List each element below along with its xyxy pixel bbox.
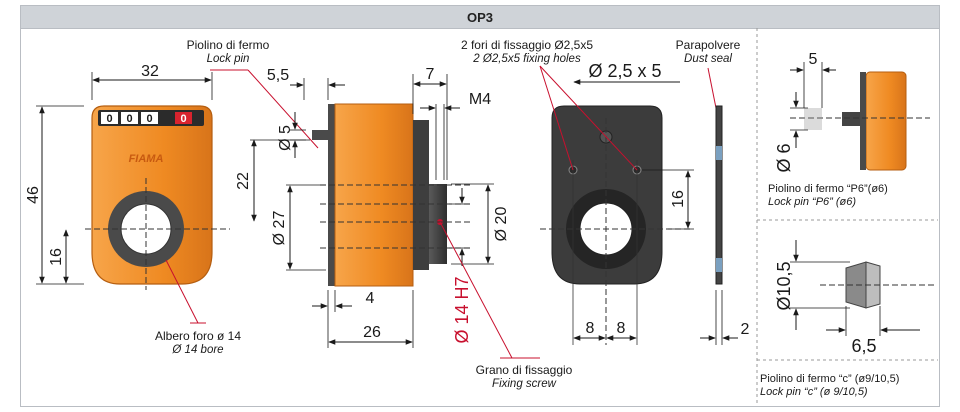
dim-22: 22 <box>235 172 252 190</box>
leader-line <box>539 65 638 171</box>
holes-label: 2 fori di fissaggio Ø2,5x5 <box>461 38 593 52</box>
dim-p6-5: 5 <box>809 51 818 68</box>
dim-32: 32 <box>141 63 159 80</box>
seal-detail <box>716 146 722 160</box>
dim-20: Ø 20 <box>493 207 510 242</box>
p6-detail: 5 Ø 6 Piolino di fermo “P6”(ø6) Lock pin… <box>768 51 930 208</box>
front-view: 0 0 0 0 FIAMA 32 46 16 <box>25 63 230 324</box>
dim-rear-8a: 8 <box>586 320 595 337</box>
dim-rear-8b: 8 <box>617 320 626 337</box>
c-label-en: Lock pin “c” (ø 9/10,5) <box>760 386 868 398</box>
side-plate <box>328 104 335 286</box>
dim-p6-dia: Ø 6 <box>774 143 794 172</box>
p6-pin <box>842 112 860 126</box>
p6-label: Piolino di fermo “P6”(ø6) <box>768 183 888 195</box>
p6-label-en: Lock pin “P6” (ø6) <box>768 196 856 208</box>
lock-pin-label-en: Lock pin <box>207 53 250 65</box>
dim-rear-16: 16 <box>670 190 687 208</box>
digit-red: 0 <box>180 113 186 125</box>
bore-label-en: Ø 14 bore <box>171 344 223 356</box>
dust-seal <box>715 105 723 285</box>
rear-view: 2 fori di fissaggio Ø2,5x5 2 Ø2,5x5 fixi… <box>461 38 694 345</box>
drawing-title: OP3 <box>20 5 940 29</box>
dim-pin-dia: Ø 5 <box>277 125 294 151</box>
dust-seal-view: Parapolvere Dust seal 2 <box>676 38 750 345</box>
digit-box <box>101 112 118 124</box>
side-view: Piolino di fermo Lock pin 5,5 Ø 5 22 <box>187 38 540 359</box>
dim-26: 26 <box>363 324 381 341</box>
dim-46: 46 <box>25 186 42 204</box>
digit: 0 <box>126 113 132 125</box>
lock-pin-label: Piolino di fermo <box>187 38 270 52</box>
leader-line <box>439 221 513 359</box>
dim-4: 4 <box>366 290 375 307</box>
p6-body <box>865 71 907 171</box>
bore-label: Albero foro ø 14 <box>155 329 241 343</box>
leader-line <box>539 65 574 171</box>
digit-box-red <box>175 112 192 124</box>
dim-c-len: 6,5 <box>851 336 876 356</box>
dim-27: Ø 27 <box>271 211 288 246</box>
leader-line <box>165 259 199 324</box>
brand-logo: FIAMA <box>129 153 164 165</box>
side-body <box>334 103 414 287</box>
c-pin-face <box>865 261 881 309</box>
leader-line <box>247 69 319 149</box>
screw-label: Grano di fissaggio <box>476 363 573 377</box>
p6-plate <box>860 72 866 170</box>
c-label: Piolino di fermo “c” (ø9/10,5) <box>760 373 899 385</box>
digit-box <box>141 112 158 124</box>
screw-label-en: Fixing screw <box>492 378 557 390</box>
dim-7: 7 <box>426 66 435 83</box>
leader-line <box>707 67 717 109</box>
c-detail: Ø10,5 6,5 Piolino di fermo “c” (ø9/10,5)… <box>760 240 935 398</box>
dust-seal-label: Parapolvere <box>676 38 741 52</box>
dim-c-dia: Ø10,5 <box>774 261 794 310</box>
digit: 0 <box>146 113 152 125</box>
dim-5-5: 5,5 <box>267 67 289 84</box>
p6-pin-detail <box>804 108 822 130</box>
dim-16: 16 <box>48 248 65 266</box>
dim-m4: M4 <box>469 91 491 108</box>
holes-label-en: 2 Ø2,5x5 fixing holes <box>472 53 581 65</box>
lock-pin <box>312 130 328 140</box>
dim-hole-spec: Ø 2,5 x 5 <box>588 61 661 81</box>
side-collar <box>413 120 429 270</box>
seal-detail <box>716 258 722 272</box>
dim-seal-2: 2 <box>741 321 750 338</box>
dust-seal-label-en: Dust seal <box>684 53 732 65</box>
digit-box <box>121 112 138 124</box>
digit: 0 <box>106 113 112 125</box>
dim-bore-h7: Ø 14 H7 <box>452 276 472 343</box>
